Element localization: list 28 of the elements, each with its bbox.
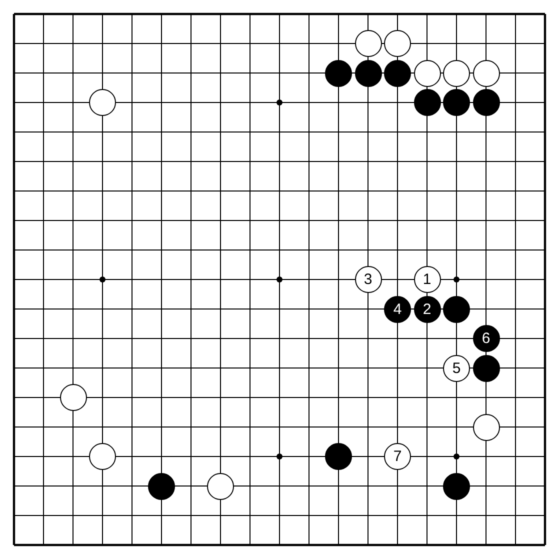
light-go-stone	[207, 472, 234, 500]
dark-go-stone: 4	[384, 296, 411, 322]
dark-go-stone	[472, 89, 500, 116]
light-go-stone: 5	[443, 354, 470, 382]
light-go-stone	[472, 60, 500, 86]
light-go-stone	[89, 443, 116, 470]
dark-go-stone	[148, 472, 175, 500]
dark-go-stone	[325, 443, 352, 470]
light-go-stone	[472, 414, 500, 440]
light-go-stone: 7	[384, 443, 411, 470]
dark-go-stone	[472, 354, 500, 382]
light-go-stone	[443, 60, 470, 86]
light-go-stone	[354, 30, 382, 57]
light-go-stone	[89, 89, 116, 116]
dark-go-stone	[354, 60, 382, 86]
light-go-stone	[384, 30, 411, 57]
dark-go-stone	[325, 60, 352, 86]
dark-go-stone	[443, 296, 470, 322]
dark-go-stone	[443, 89, 470, 116]
dark-go-stone: 6	[472, 325, 500, 352]
light-go-stone	[414, 60, 440, 86]
dark-go-stone	[414, 89, 440, 116]
light-go-stone	[60, 384, 86, 411]
dark-go-stone	[443, 472, 470, 500]
dark-go-stone	[384, 60, 411, 86]
light-go-stone: 1	[414, 266, 440, 293]
dark-go-stone: 2	[414, 296, 440, 322]
light-go-stone: 3	[354, 266, 382, 293]
